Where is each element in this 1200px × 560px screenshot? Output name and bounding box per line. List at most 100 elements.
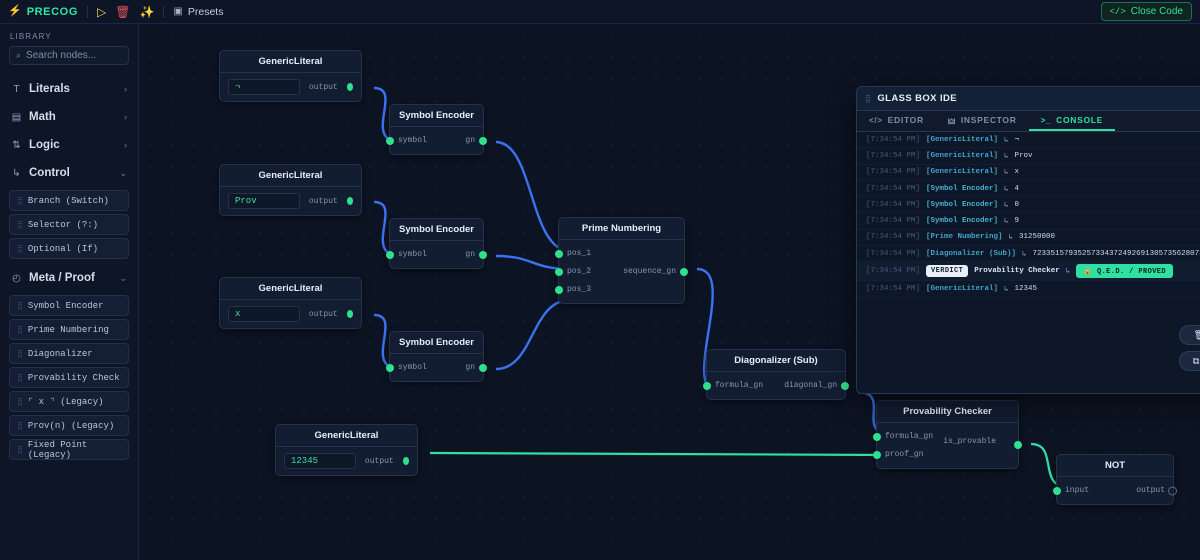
log-source: [Symbol Encoder] — [926, 184, 999, 193]
library-node-prov-n-legacy[interactable]: ⣿ Prov(n) (Legacy) — [9, 415, 129, 436]
input-port-symbol[interactable] — [386, 363, 394, 372]
sidebar-category-logic[interactable]: ⇅ Logic › — [0, 131, 138, 159]
console-output[interactable]: [7:34:54 PM] [GenericLiteral] ↳ ¬ [7:34:… — [857, 132, 1200, 393]
drag-handle-icon[interactable]: ⣿ — [17, 444, 23, 454]
library-node-fixed-point-legacy[interactable]: ⣿ Fixed Point (Legacy) — [9, 439, 129, 460]
run-icon[interactable]: ▷ — [96, 4, 107, 19]
library-node-optional-if[interactable]: ⣿ Optional (If) — [9, 238, 129, 259]
node-generic-literal-prov[interactable]: GenericLiteral Prov output — [219, 164, 362, 216]
drag-handle-icon[interactable]: ⣿ — [17, 300, 23, 310]
search-box[interactable]: ⌕ — [9, 46, 129, 65]
output-port-gn[interactable] — [479, 250, 487, 259]
input-port-pos-1[interactable] — [555, 249, 563, 258]
node-diagonalizer-sub[interactable]: Diagonalizer (Sub) formula_gn diagonal_g… — [703, 349, 849, 400]
top-toolbar: ⚡ PRECOG ▷ 🗑 ✨ ▣ Presets </> Close Code — [0, 0, 1200, 24]
glass-box-ide-panel[interactable]: ⣿ GLASS BOX IDE ⟳ ⤢ ✕ </> EDITOR 🜲 — [856, 86, 1200, 394]
output-port-is-provable[interactable] — [1014, 441, 1022, 449]
drag-handle-icon[interactable]: ⣿ — [17, 219, 23, 229]
node-symbol-encoder-2[interactable]: Symbol Encoder symbol gn — [386, 218, 487, 269]
drag-handle-icon[interactable]: ⣿ — [17, 420, 23, 430]
presets-button[interactable]: ▣ Presets — [173, 6, 223, 18]
node-generic-literal-12345[interactable]: GenericLiteral 12345 output — [275, 424, 418, 476]
drag-handle-icon[interactable]: ⣿ — [17, 372, 23, 382]
tab-inspector[interactable]: 🜲 INSPECTOR — [936, 111, 1029, 131]
output-port[interactable] — [346, 83, 353, 91]
copy-trace-button[interactable]: ⧉ Copy Trace — [1178, 351, 1200, 371]
tab-label: CONSOLE — [1056, 115, 1104, 125]
input-port-formula-gn[interactable] — [873, 432, 881, 441]
drag-handle-icon[interactable]: ⣿ — [17, 396, 23, 406]
library-node-prime-numbering[interactable]: ⣿ Prime Numbering — [9, 319, 129, 340]
library-node-provability-check[interactable]: ⣿ Provability Check — [9, 367, 129, 388]
log-source: [Prime Numbering] — [926, 233, 1003, 242]
sidebar-category-control[interactable]: ↳ Control ⌄ — [0, 159, 138, 187]
node-generic-literal-x[interactable]: GenericLiteral x output — [219, 277, 362, 329]
log-arrow-icon: ↳ — [1008, 234, 1014, 243]
tab-label: INSPECTOR — [960, 115, 1017, 125]
node-symbol-encoder-1[interactable]: Symbol Encoder symbol gn — [386, 104, 487, 155]
magic-wand-icon[interactable]: ✨ — [139, 4, 155, 19]
port-label-diagonal-gn: diagonal_gn — [784, 381, 837, 390]
close-code-button[interactable]: </> Close Code — [1100, 2, 1192, 21]
chevron-right-icon: › — [124, 140, 127, 150]
category-label: Meta / Proof — [29, 272, 95, 284]
log-arrow-icon: ↳ — [1065, 268, 1071, 277]
category-label: Logic — [29, 139, 60, 151]
node-generic-literal-not[interactable]: GenericLiteral ¬ output — [219, 50, 362, 102]
tab-editor[interactable]: </> EDITOR — [857, 111, 936, 131]
log-value: 31250000 — [1019, 233, 1056, 242]
node-not[interactable]: NOT input output — [1053, 454, 1177, 505]
output-port-gn[interactable] — [479, 363, 487, 372]
port-label-gn: gn — [465, 250, 475, 259]
output-port-diagonal-gn[interactable] — [841, 381, 849, 390]
drag-handle-icon[interactable]: ⣿ — [17, 243, 23, 253]
library-node-selector[interactable]: ⣿ Selector (?:) — [9, 214, 129, 235]
log-timestamp: [7:34:54 PM] — [866, 135, 921, 144]
search-input[interactable] — [26, 50, 122, 61]
sidebar-category-meta-proof[interactable]: ◴ Meta / Proof ⌄ — [0, 264, 138, 292]
log-source: [GenericLiteral] — [926, 135, 999, 144]
node-symbol-encoder-3[interactable]: Symbol Encoder symbol gn — [386, 331, 487, 382]
output-port[interactable] — [346, 197, 353, 205]
literal-value-input[interactable]: ¬ — [228, 79, 300, 95]
output-port[interactable] — [346, 310, 353, 318]
input-port-formula-gn[interactable] — [703, 381, 711, 390]
input-port[interactable] — [1053, 486, 1061, 495]
sidebar-category-literals[interactable]: T Literals › — [0, 75, 138, 103]
literal-value-input[interactable]: Prov — [228, 193, 300, 209]
port-label-is-provable: is_provable — [943, 437, 996, 446]
drag-handle-icon[interactable]: ⣿ — [17, 324, 23, 334]
node-prime-numbering[interactable]: Prime Numbering pos_1 pos_2 sequence_gn — [555, 217, 688, 304]
panel-drag-handle-icon[interactable]: ⣿ — [865, 94, 871, 103]
output-port-gn[interactable] — [479, 136, 487, 145]
node-provability-checker[interactable]: Provability Checker formula_gn proof_gn … — [873, 400, 1022, 469]
drag-handle-icon[interactable]: ⣿ — [17, 348, 23, 358]
input-port-proof-gn[interactable] — [873, 450, 881, 459]
clear-log-button[interactable]: 🗑 Clear Log — [1178, 325, 1200, 345]
literal-value-input[interactable]: 12345 — [284, 453, 356, 469]
tab-console[interactable]: >_ CONSOLE — [1028, 111, 1116, 131]
library-node-diagonalizer[interactable]: ⣿ Diagonalizer — [9, 343, 129, 364]
input-port-symbol[interactable] — [386, 136, 394, 145]
output-port-sequence-gn[interactable] — [680, 267, 688, 276]
literal-value-input[interactable]: x — [228, 306, 300, 322]
ide-titlebar[interactable]: ⣿ GLASS BOX IDE ⟳ ⤢ ✕ — [857, 87, 1200, 111]
library-node-branch-switch[interactable]: ⣿ Branch (Switch) — [9, 190, 129, 211]
input-port-symbol[interactable] — [386, 250, 394, 259]
log-value: 9 — [1014, 217, 1020, 226]
port-label-proof-gn: proof_gn — [885, 450, 924, 459]
output-port[interactable] — [402, 457, 409, 465]
input-port-pos-2[interactable] — [555, 267, 563, 276]
input-port-pos-3[interactable] — [555, 285, 563, 294]
trash-icon[interactable]: 🗑 — [115, 4, 131, 19]
code-icon: </> — [1109, 6, 1126, 17]
drag-handle-icon[interactable]: ⣿ — [17, 195, 23, 205]
library-node-corner-quotes-legacy[interactable]: ⣿ ⌜ x ⌝ (Legacy) — [9, 391, 129, 412]
output-port[interactable] — [1168, 486, 1177, 495]
sidebar-category-math[interactable]: ▤ Math › — [0, 103, 138, 131]
node-graph-canvas[interactable]: GenericLiteral ¬ output GenericLiteral P… — [139, 24, 1200, 560]
log-timestamp: [7:34:54 PM] — [866, 168, 921, 177]
presets-icon: ▣ — [173, 6, 183, 17]
library-node-symbol-encoder[interactable]: ⣿ Symbol Encoder — [9, 295, 129, 316]
bug-icon: 🜲 — [947, 116, 956, 126]
